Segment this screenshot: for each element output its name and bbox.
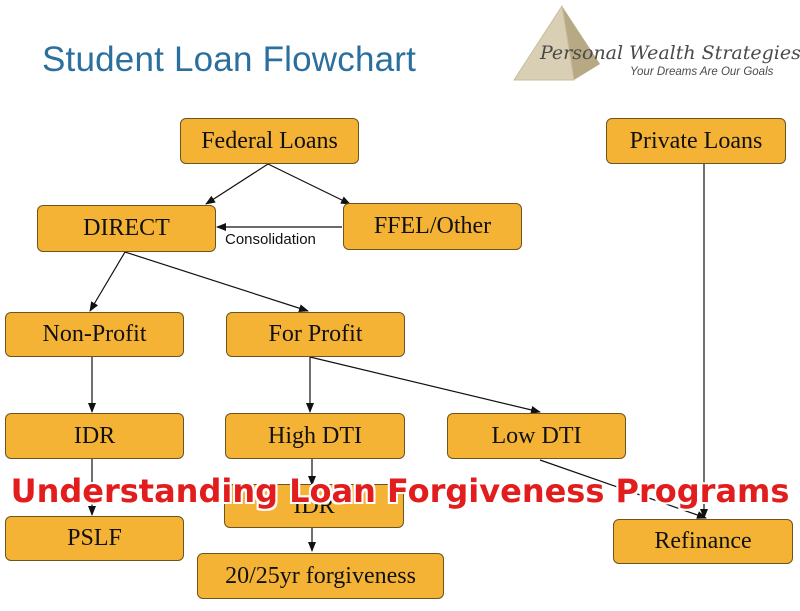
node-high-dti: High DTI	[225, 413, 405, 459]
company-logo: Personal Wealth Strategies Your Dreams A…	[512, 4, 800, 84]
edge-federal-to-direct	[205, 163, 269, 205]
consolidation-label: Consolidation	[225, 231, 316, 248]
node-non-profit: Non-Profit	[5, 312, 184, 357]
node-ffel-other: FFEL/Other	[343, 203, 522, 250]
node-idr-nonprofit: IDR	[5, 413, 184, 459]
node-refinance: Refinance	[613, 519, 793, 564]
edge-forprofit-to-lowdti	[309, 356, 541, 414]
node-for-profit: For Profit	[226, 312, 405, 357]
pyramid-icon	[513, 4, 600, 81]
logo-name: Personal Wealth Strategies	[540, 42, 800, 64]
overlay-caption: Understanding Loan Forgiveness Programs	[10, 472, 790, 510]
node-direct: DIRECT	[37, 205, 216, 252]
edge-direct-to-forprofit	[124, 251, 309, 313]
logo-tagline: Your Dreams Are Our Goals	[630, 66, 774, 78]
page-title: Student Loan Flowchart	[42, 40, 417, 79]
node-low-dti: Low DTI	[447, 413, 626, 459]
edge-direct-to-nonprofit	[89, 251, 126, 312]
node-private-loans: Private Loans	[606, 118, 786, 164]
edge-lowdti-to-refinance	[539, 459, 707, 519]
edge-federal-to-ffel	[267, 163, 351, 205]
node-federal-loans: Federal Loans	[180, 118, 359, 164]
node-forgiveness: 20/25yr forgiveness	[197, 553, 444, 599]
node-idr-forprofit: IDR	[224, 484, 404, 528]
node-pslf: PSLF	[5, 516, 184, 561]
